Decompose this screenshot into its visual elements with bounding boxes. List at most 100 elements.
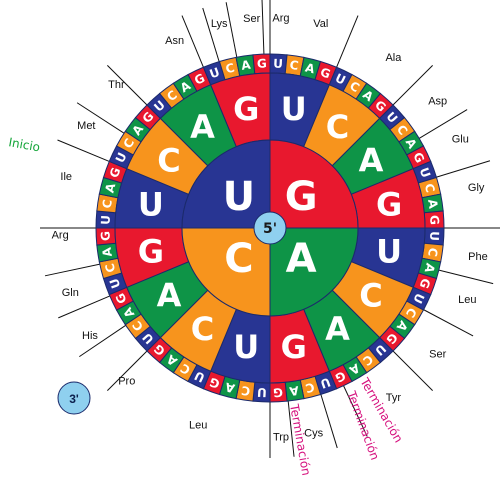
first-base-letter: C xyxy=(224,236,253,282)
amino-acid-label: His xyxy=(82,330,98,342)
codon-divider-line xyxy=(58,294,112,319)
second-base-letter: G xyxy=(138,233,164,271)
codon-dividers xyxy=(40,0,500,458)
third-base-letter: A xyxy=(100,246,115,258)
center-circle xyxy=(253,211,287,245)
amino-acid-label: Glu xyxy=(452,133,469,145)
codon-divider-line xyxy=(342,383,368,437)
amino-acid-label: Leu xyxy=(458,294,476,306)
second-base-letter: G xyxy=(281,328,307,366)
second-base-letter: C xyxy=(326,108,349,146)
amino-acid-label: Asp xyxy=(428,96,447,108)
third-base-letter: A xyxy=(223,379,236,395)
third-base-letter: G xyxy=(427,215,441,226)
third-base-letter: A xyxy=(288,383,300,398)
codon-divider-line xyxy=(434,160,491,179)
codon-divider-line xyxy=(44,263,102,277)
second-base-letter: A xyxy=(359,141,384,179)
codon-divider-line xyxy=(79,323,128,358)
second-base-letter: U xyxy=(233,328,259,366)
third-base-letter: G xyxy=(208,375,222,392)
first-base-segment xyxy=(181,227,271,317)
second-base-letter: U xyxy=(138,185,164,223)
amino-acid-label: Ile xyxy=(60,171,72,183)
codon-divider-line xyxy=(287,399,295,457)
third-base-letter: U xyxy=(273,56,283,70)
end-label: 3' xyxy=(69,392,79,406)
third-base-letter: A xyxy=(240,58,252,73)
codon-divider-line xyxy=(107,65,149,107)
first-base-segment xyxy=(269,139,359,229)
third-base-letter: G xyxy=(257,56,268,70)
amino-acid-label: Gly xyxy=(468,182,485,194)
codon-divider-line xyxy=(202,7,221,64)
codon-divider-line xyxy=(391,65,433,107)
amino-acid-label: Ala xyxy=(385,52,402,64)
amino-acid-label: Trp xyxy=(273,432,289,444)
amino-acid-label: Leu xyxy=(189,419,207,431)
first-base-segment xyxy=(181,139,271,229)
amino-acid-labels: ValAlaAspGluGlyPheLeuSerTyrCysTrpLeuProH… xyxy=(52,12,488,443)
amino-acid-label: Tyr xyxy=(386,392,402,404)
third-base-letter: A xyxy=(421,262,437,275)
amino-acid-label: Ser xyxy=(243,13,260,25)
codon-divider-line xyxy=(57,139,112,163)
third-base-letter: U xyxy=(318,375,332,391)
second-base-letter: C xyxy=(359,277,382,315)
third-base-letter: C xyxy=(100,198,115,209)
amino-acid-label: Arg xyxy=(272,12,289,24)
third-base-letter: C xyxy=(422,182,438,194)
codon-divider-line xyxy=(417,109,468,140)
second-base-letter: G xyxy=(376,185,402,223)
third-base-letter: C xyxy=(304,380,316,396)
first-base-letter: A xyxy=(286,236,317,282)
codon-divider-line xyxy=(421,308,474,337)
third-base-letter: G xyxy=(107,166,124,180)
third-base-letter: A xyxy=(103,181,119,194)
third-base-letter: U xyxy=(427,231,441,241)
amino-acid-label: Pro xyxy=(118,376,135,388)
codon-divider-line xyxy=(107,349,149,391)
second-base-letter: U xyxy=(281,90,307,128)
codon-divider-line xyxy=(436,269,494,285)
amino-acid-label: Val xyxy=(313,18,328,30)
third-base-letter: A xyxy=(304,61,317,77)
amino-acid-label: Thr xyxy=(108,79,125,91)
inicio-label: Inicio xyxy=(7,135,41,154)
first-base-letter: G xyxy=(285,174,318,220)
amino-acid-label: Cys xyxy=(304,427,323,439)
codon-divider-line xyxy=(76,102,127,135)
codon-divider-line xyxy=(391,349,433,391)
third-base-letter: A xyxy=(425,198,440,210)
center-label: 5' xyxy=(263,221,277,237)
third-base-letter: U xyxy=(257,385,267,399)
first-base-segment xyxy=(269,227,359,317)
amino-acid-label: Gln xyxy=(62,287,79,299)
third-base-letter: U xyxy=(107,276,123,290)
first-base-letter: U xyxy=(223,174,255,220)
codon-divider-line xyxy=(225,2,238,60)
third-base-letter: C xyxy=(240,383,251,398)
third-base-letter: C xyxy=(224,61,236,77)
second-base-letter: A xyxy=(325,310,350,348)
codon-divider-line xyxy=(261,0,265,57)
end-circle xyxy=(57,381,91,415)
amino-acid-label: Ser xyxy=(429,348,446,360)
amino-acid-label: Arg xyxy=(52,229,69,241)
amino-acid-label: Met xyxy=(77,120,95,132)
amino-acid-label: Lys xyxy=(211,18,228,30)
third-base-letter: G xyxy=(318,65,332,82)
codon-divider-line xyxy=(335,15,359,70)
third-base-letter: C xyxy=(289,58,300,73)
third-base-letter: C xyxy=(103,262,119,274)
third-base-letter: U xyxy=(208,65,222,81)
codon-divider-line xyxy=(319,392,338,449)
third-base-letter: G xyxy=(417,276,434,290)
third-base-letter: G xyxy=(273,385,284,399)
third-base-letter: G xyxy=(98,231,112,242)
second-base-letter: C xyxy=(157,141,180,179)
